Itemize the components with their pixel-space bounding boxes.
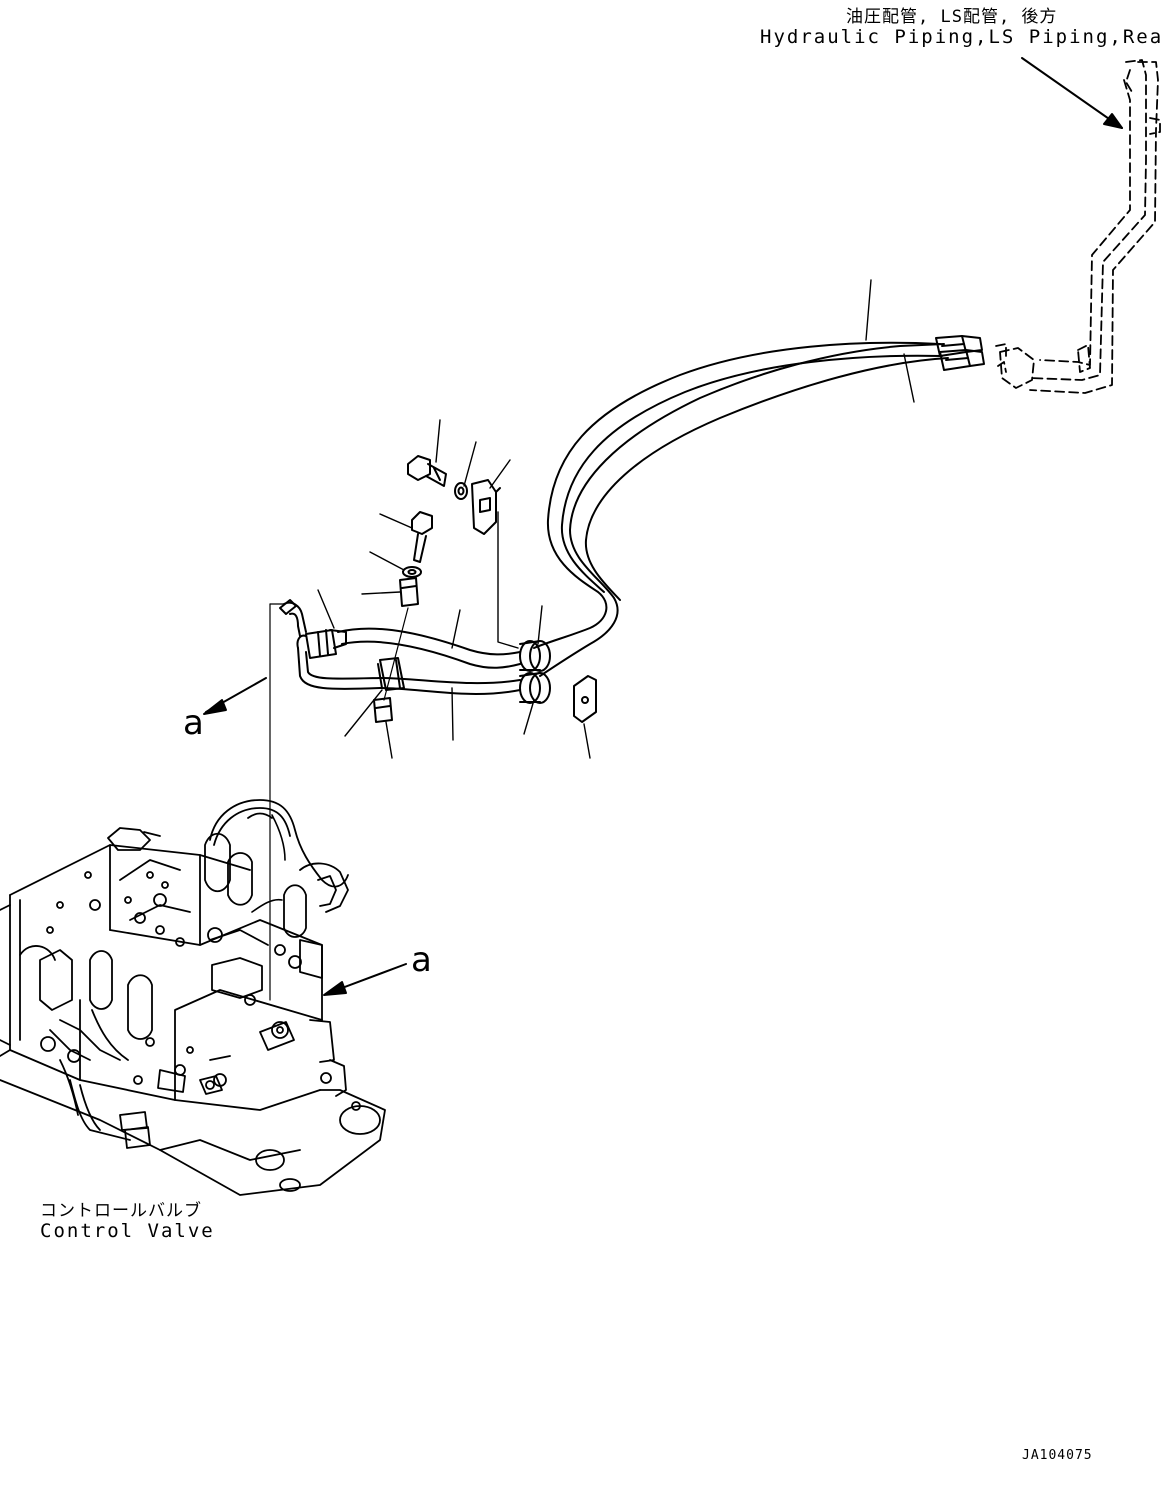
view-arrow-upper — [203, 677, 267, 715]
clamp-half-upper — [399, 577, 419, 607]
short-tube-lower — [296, 634, 521, 695]
elbow-fitting — [279, 599, 347, 659]
tube-block-clamp — [377, 657, 405, 691]
washer-upper — [454, 482, 468, 500]
control-valve-tube-runs — [251, 814, 286, 913]
drawing-code: JA104075 — [1022, 1448, 1093, 1463]
view-arrow-lower — [323, 963, 407, 996]
control-valve-label-en: Control Valve — [40, 1220, 215, 1242]
bracket-lower — [573, 675, 597, 723]
short-tube-upper — [337, 627, 521, 669]
clamp-half-lower — [373, 697, 393, 723]
rear-piping-dashed — [995, 59, 1161, 394]
view-a-label-lower: a — [411, 940, 432, 980]
hose-clamps — [519, 640, 551, 704]
assembly-guides — [269, 603, 409, 1001]
rear-piping-label-en: Hydraulic Piping,LS Piping,Rear — [760, 26, 1162, 48]
control-valve — [0, 799, 386, 1196]
long-hose-lower — [539, 343, 949, 677]
callout-leaders — [317, 419, 591, 759]
long-hose-upper — [533, 341, 943, 649]
rear-piping-leader — [1021, 57, 1123, 129]
bolt-middle — [411, 511, 433, 563]
control-valve-label-jp: コントロールバルブ — [40, 1201, 202, 1221]
view-a-label-upper: a — [183, 703, 204, 743]
bracket-upper — [471, 479, 501, 535]
rear-piping-label-jp: 油圧配管, LS配管, 後方 — [846, 7, 1058, 27]
washer-middle — [402, 566, 422, 578]
hose-end-fittings — [935, 335, 985, 371]
part-leaders — [865, 279, 915, 403]
bolt-upper — [407, 455, 447, 487]
